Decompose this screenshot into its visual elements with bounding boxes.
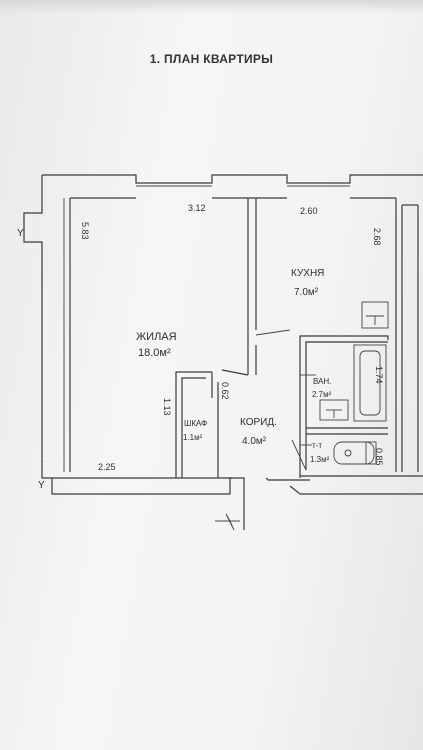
room-living-area: 18.0м² <box>138 347 171 359</box>
dim-storage-height: 1.13 <box>162 398 172 416</box>
scan-shadow <box>0 0 423 14</box>
room-toilet-name: т-т <box>312 441 322 450</box>
room-bath-area: 2.7м² <box>312 390 332 399</box>
dim-bath-height: 1.74 <box>374 366 384 384</box>
section-mark-top: Y <box>17 228 24 239</box>
dim-living-width-top: 3.12 <box>188 203 206 213</box>
break-line-mark <box>215 513 240 531</box>
interior-walls <box>175 198 389 478</box>
dim-kitchen-height-right: 2.68 <box>372 228 382 246</box>
page-title: 1. ПЛАН КВАРТИРЫ <box>149 52 274 66</box>
room-storage-area: 1.1м² <box>183 433 203 442</box>
room-kitchen-area: 7.0м² <box>294 287 319 298</box>
bathtub-icon <box>353 344 387 422</box>
room-storage-name: ШКАФ <box>184 419 207 428</box>
room-toilet-area: 1.3м² <box>310 455 330 464</box>
toilet-icon <box>333 441 375 465</box>
section-mark-bottom: Y <box>38 480 45 491</box>
dim-living-height-left: 5.83 <box>80 222 90 240</box>
sink-icon <box>319 399 349 421</box>
dim-toilet-width: 0.85 <box>374 448 384 466</box>
dim-living-width-bottom: 2.25 <box>98 462 116 472</box>
dim-kitchen-width-top: 2.60 <box>300 206 318 216</box>
fixtures <box>319 301 389 465</box>
outer-walls <box>23 174 423 530</box>
room-corridor-area: 4.0м² <box>242 436 267 447</box>
dim-storage-width: 0.62 <box>220 382 230 400</box>
room-corridor-name: КОРИД. <box>240 417 277 428</box>
room-bath-name: ВАН. <box>313 377 331 386</box>
stove-icon <box>361 301 389 329</box>
room-living-name: ЖИЛАЯ <box>136 331 177 343</box>
room-kitchen-name: КУХНЯ <box>291 268 324 279</box>
